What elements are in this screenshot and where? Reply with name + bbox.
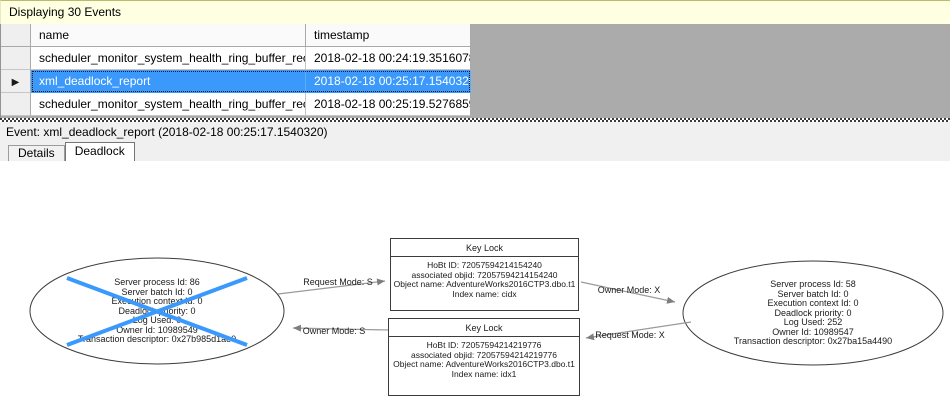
edge-owner-x-arrow — [580, 281, 676, 304]
edge-label-request-mode-x: Request Mode: X — [595, 330, 665, 340]
event-name-cell[interactable]: scheduler_monitor_system_health_ring_buf… — [31, 93, 306, 116]
process-attr: Server batch Id: 0 — [777, 288, 849, 299]
events-count-label: Displaying 30 Events — [9, 5, 122, 19]
process-node-ellipse — [682, 260, 944, 366]
resource-attr: Index name: cidx — [452, 288, 517, 299]
event-timestamp-cell[interactable]: 2018-02-18 00:24:19.3516078 — [306, 47, 471, 70]
event-name-cell[interactable]: xml_deadlock_report — [31, 70, 306, 93]
grid-header-row: name timestamp — [1, 24, 471, 47]
event-timestamp-cell[interactable]: 2018-02-18 00:25:19.5276859 — [306, 93, 471, 116]
event-name-cell[interactable]: scheduler_monitor_system_health_ring_buf… — [31, 47, 306, 70]
edge-label-request-mode-s: Request Mode: S — [303, 277, 373, 287]
edge-label-owner-mode-s: Owner Mode: S — [302, 326, 366, 336]
victim-process-node: Server process Id: 86 Server batch Id: 0… — [37, 277, 277, 345]
events-grid: name timestamp scheduler_monitor_system_… — [0, 24, 950, 118]
row-selector-cell[interactable]: ▶ — [1, 70, 31, 93]
table-row[interactable]: scheduler_monitor_system_health_ring_buf… — [1, 47, 471, 70]
row-selector-header-cell — [1, 24, 31, 47]
process-attr: Owner Id: 10989547 — [772, 326, 854, 337]
resource-attr: HoBt ID: 72057594214219776 — [426, 340, 542, 350]
selected-event-bar: Event: xml_deadlock_report (2018-02-18 0… — [0, 122, 950, 144]
resource-title: Key Lock — [389, 319, 579, 337]
tab-details[interactable]: Details — [8, 145, 65, 161]
edge-request-s-arrow — [277, 278, 386, 295]
deadlock-graph-panel: Server process Id: 86 Server batch Id: 0… — [0, 161, 950, 400]
resource-attr: Object name: AdventureWorks2016CTP3.dbo.… — [393, 359, 575, 369]
resource-node-key-lock-top: Key Lock HoBt ID: 72057594214154240 asso… — [390, 238, 579, 311]
process-attr: Execution context Id: 0 — [767, 297, 859, 308]
edge-owner-s-arrow — [292, 324, 390, 332]
process-attr: Log Used: 252 — [783, 316, 843, 327]
process-attr: Server process Id: 58 — [770, 278, 856, 289]
resource-node-key-lock-bottom: Key Lock HoBt ID: 72057594214219776 asso… — [388, 318, 580, 396]
resource-attr: associated objid: 72057594214154240 — [411, 269, 558, 280]
current-row-arrow-icon: ▶ — [11, 77, 20, 88]
edge-label-owner-mode-x: Owner Mode: X — [597, 285, 661, 295]
tab-deadlock[interactable]: Deadlock — [64, 142, 135, 161]
selected-event-label: Event: xml_deadlock_report (2018-02-18 0… — [6, 125, 328, 139]
process-node: Server process Id: 58 Server batch Id: 0… — [693, 278, 933, 347]
row-selector-cell[interactable] — [1, 93, 31, 116]
resource-attr: Object name: AdventureWorks2016CTP3.dbo.… — [393, 279, 576, 289]
edge-request-x-arrow — [585, 321, 692, 341]
table-row[interactable]: scheduler_monitor_system_health_ring_buf… — [1, 93, 471, 116]
row-selector-cell[interactable] — [1, 47, 31, 70]
event-timestamp-cell[interactable]: 2018-02-18 00:25:17.1540320 — [306, 70, 471, 93]
events-count-bar: Displaying 30 Events — [0, 0, 950, 24]
detail-tabs: Details Deadlock — [0, 142, 950, 161]
column-header-timestamp[interactable]: timestamp — [306, 24, 471, 47]
resource-attr: associated objid: 72057594214219776 — [410, 349, 558, 360]
column-header-name[interactable]: name — [31, 24, 306, 47]
process-attr: Deadlock priority: 0 — [774, 307, 852, 318]
resource-attr: Index name: idx1 — [451, 368, 517, 379]
process-attr: Transaction descriptor: 0x27ba15a4490 — [733, 335, 893, 346]
resource-attr: HoBt ID: 72057594214154240 — [427, 260, 542, 270]
resource-title: Key Lock — [391, 239, 578, 257]
process-attr: Transaction descriptor: 0x27b985d1ae0 — [77, 333, 237, 344]
table-row-selected[interactable]: ▶ xml_deadlock_report 2018-02-18 00:25:1… — [1, 70, 471, 93]
grid-detail-splitter[interactable] — [0, 118, 950, 122]
